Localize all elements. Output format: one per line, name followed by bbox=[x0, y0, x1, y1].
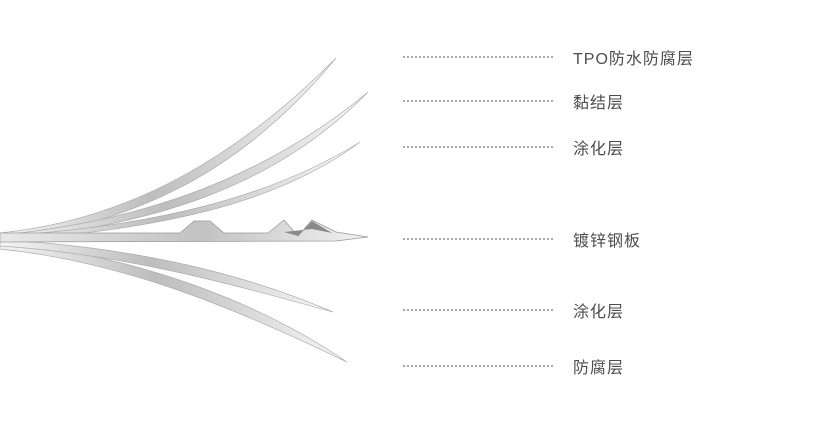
layer-blade-coat-top bbox=[0, 141, 361, 242]
layer-blade-tpo bbox=[0, 57, 337, 241]
leader-line bbox=[403, 56, 553, 58]
layer-blade-coat-bottom bbox=[0, 239, 334, 313]
leader-line bbox=[403, 100, 553, 102]
layer-label-anticorrosion: 防腐层 bbox=[573, 360, 625, 377]
label-row-anticorrosion: 防腐层 bbox=[403, 355, 624, 377]
leader-line bbox=[403, 365, 553, 367]
layer-blade-anticorrosion bbox=[0, 241, 348, 363]
label-row-coat-bottom: 涂化层 bbox=[403, 299, 624, 321]
layer-diagram-illustration bbox=[0, 57, 369, 363]
label-row-bond: 黏结层 bbox=[403, 90, 624, 112]
leader-line bbox=[403, 146, 553, 148]
label-row-coat-top: 涂化层 bbox=[403, 136, 624, 158]
leader-line bbox=[403, 238, 553, 240]
layer-label-coat-bottom: 涂化层 bbox=[573, 304, 625, 321]
layer-label-coat-top: 涂化层 bbox=[573, 141, 625, 158]
layer-steel-plate bbox=[0, 219, 369, 243]
layer-label-bond: 黏结层 bbox=[573, 95, 625, 112]
layer-label-steel: 镀锌钢板 bbox=[573, 233, 642, 250]
layer-blade-bond bbox=[0, 91, 369, 241]
steel-plate-fold-shadow bbox=[284, 221, 332, 236]
label-row-steel: 镀锌钢板 bbox=[403, 228, 641, 250]
layer-label-tpo: TPO防水防腐层 bbox=[573, 51, 694, 68]
label-row-tpo: TPO防水防腐层 bbox=[403, 46, 694, 68]
leader-line bbox=[403, 309, 553, 311]
